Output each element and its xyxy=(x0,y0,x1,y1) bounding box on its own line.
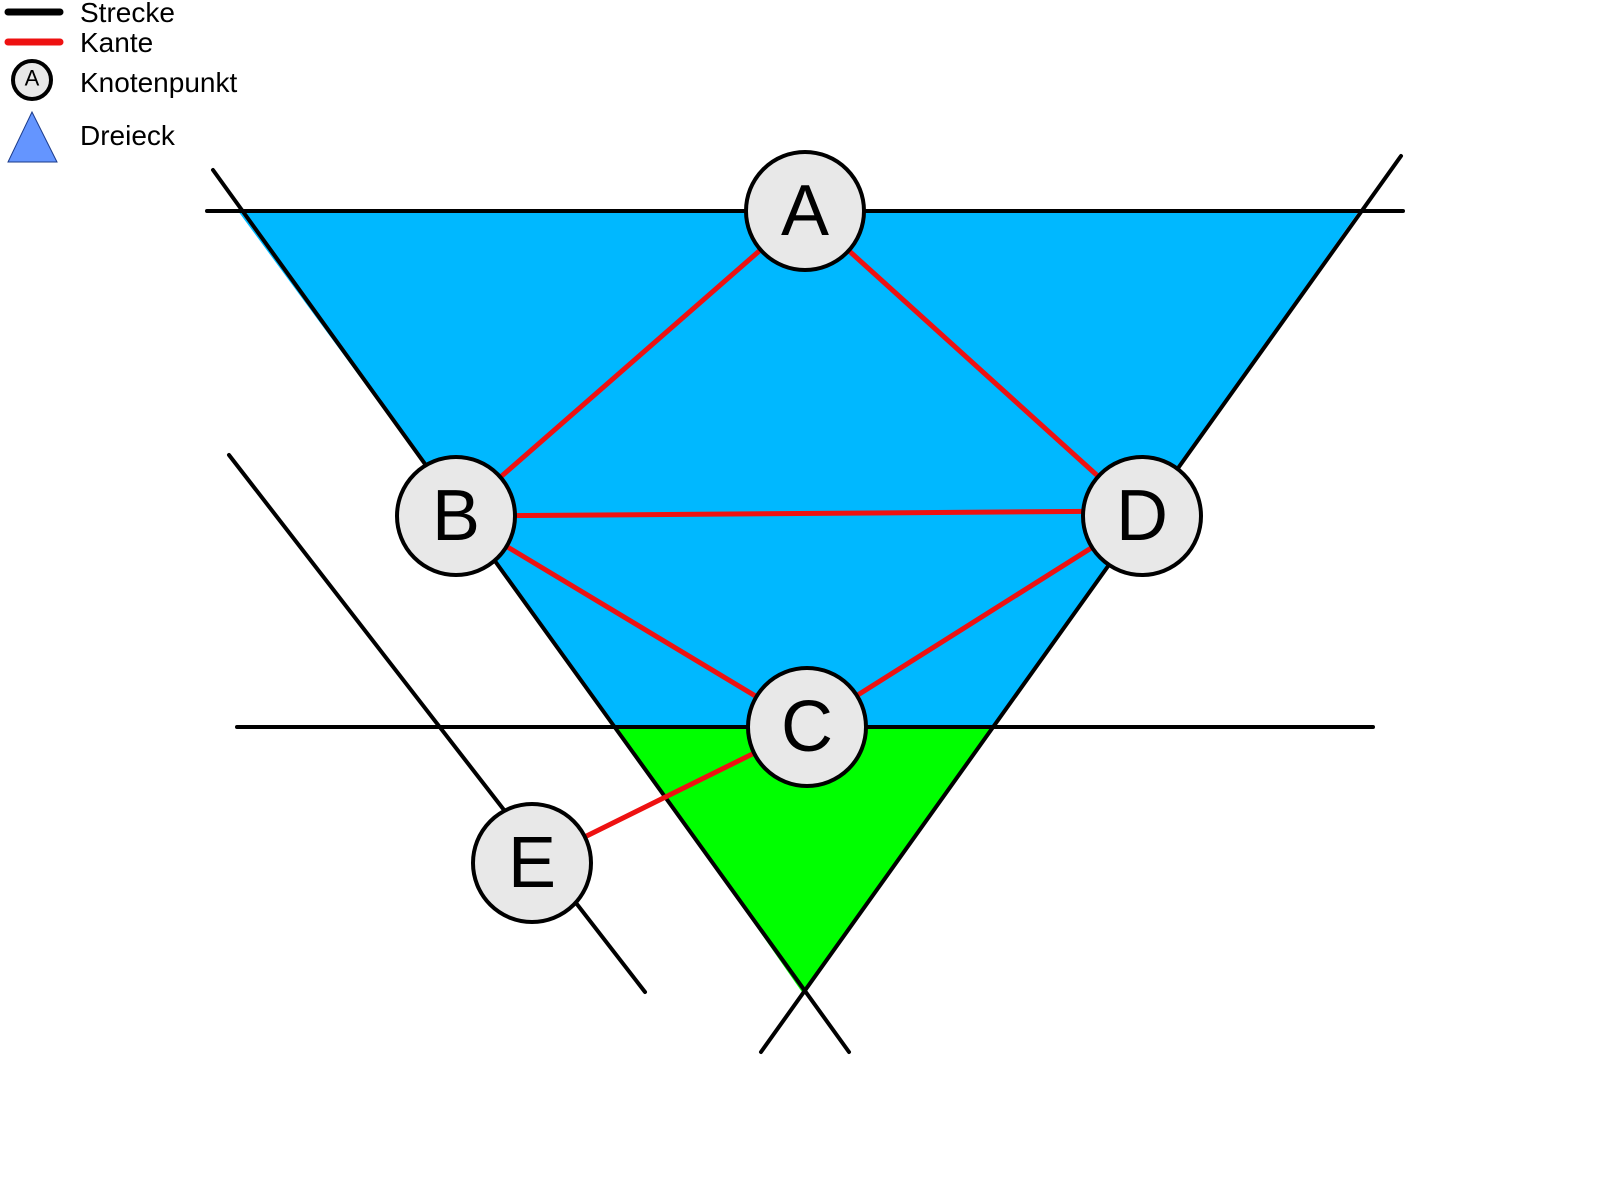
node-a-circle xyxy=(744,150,866,272)
legend-knotenpunkt-icon xyxy=(11,59,53,101)
node-b-label: B xyxy=(432,476,480,556)
node-c-circle xyxy=(746,666,868,788)
node-e-label: E xyxy=(508,823,556,903)
legend-dreieck-icon xyxy=(7,110,58,163)
node-d-label: D xyxy=(1116,476,1168,556)
node-a: A xyxy=(744,150,866,272)
node-c: C xyxy=(746,666,868,788)
kante-d-c xyxy=(804,513,1145,730)
legend-kante-label: Kante xyxy=(80,27,153,58)
kante-b-d xyxy=(453,508,1145,519)
node-e-circle xyxy=(471,802,593,924)
kante-b-c xyxy=(453,513,810,730)
legend-dreieck-label: Dreieck xyxy=(80,120,176,151)
strecke-left-diagonal xyxy=(211,168,851,1054)
node-c-label: C xyxy=(781,687,833,767)
node-b: B xyxy=(395,455,517,577)
node-d-circle xyxy=(1081,455,1203,577)
node-e: E xyxy=(471,802,593,924)
lower-region xyxy=(617,727,994,995)
legend-strecke-label: Strecke xyxy=(80,0,175,28)
legend-knotenpunkt-symbol: A xyxy=(25,66,40,91)
node-a-label: A xyxy=(781,171,829,251)
node-d: D xyxy=(1081,455,1203,577)
legend: Strecke Kante A Knotenpunkt Dreieck xyxy=(4,0,237,163)
kante-a-b xyxy=(453,208,808,519)
node-b-circle xyxy=(395,455,517,577)
upper-region xyxy=(238,211,1359,727)
kanten xyxy=(453,208,1145,866)
kante-a-d xyxy=(802,208,1145,519)
strecke-right-diagonal xyxy=(759,154,1403,1054)
legend-knotenpunkt-label: Knotenpunkt xyxy=(80,67,237,98)
